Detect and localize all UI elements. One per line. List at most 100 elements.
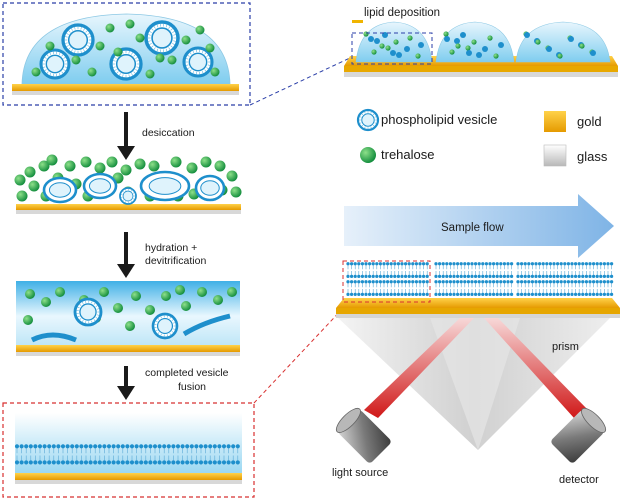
trehalose-molecule bbox=[80, 156, 92, 168]
bilayer bbox=[434, 280, 514, 297]
trehalose-molecule bbox=[71, 55, 81, 65]
trehalose-molecule bbox=[23, 315, 33, 325]
legend-gold: gold bbox=[577, 114, 602, 129]
trehalose-molecule bbox=[113, 47, 123, 57]
trehalose-molecule bbox=[105, 23, 115, 33]
trehalose-molecule bbox=[24, 166, 36, 178]
gold-substrate bbox=[12, 84, 239, 91]
mini-vesicle bbox=[546, 46, 552, 52]
vesicle-group bbox=[42, 170, 226, 205]
gold-substrate bbox=[15, 473, 242, 480]
mini-trehalose bbox=[407, 35, 413, 41]
mini-trehalose bbox=[379, 43, 385, 49]
trehalose-molecule bbox=[148, 160, 160, 172]
trehalose-molecule bbox=[125, 321, 135, 331]
reflected-beam bbox=[484, 318, 588, 418]
trehalose-molecule bbox=[14, 174, 26, 186]
mini-trehalose bbox=[415, 53, 421, 59]
vesicle bbox=[42, 176, 78, 204]
trehalose-molecule bbox=[230, 186, 242, 198]
label-fusion: fusion bbox=[178, 381, 206, 393]
mini-vesicle bbox=[444, 36, 450, 42]
trehalose-molecule bbox=[200, 156, 212, 168]
vesicle bbox=[109, 47, 143, 81]
legend-gold-icon bbox=[544, 111, 566, 132]
gold-edge bbox=[344, 66, 618, 72]
bilayer-patches bbox=[30, 313, 231, 343]
gold-strip bbox=[352, 20, 363, 23]
vesicle bbox=[182, 46, 214, 78]
incident-beam bbox=[364, 318, 474, 418]
prism-highlight bbox=[430, 318, 520, 450]
legend-vesicle-icon bbox=[356, 108, 380, 132]
vesicle bbox=[139, 170, 191, 202]
trehalose-molecule bbox=[94, 162, 106, 174]
trehalose-molecule bbox=[45, 41, 55, 51]
trehalose-group bbox=[23, 285, 237, 331]
legend-trehalose: trehalose bbox=[381, 147, 434, 162]
vesicle bbox=[61, 23, 95, 57]
supported-bilayer bbox=[14, 444, 240, 465]
blue-dashed-box bbox=[2, 2, 251, 106]
mini-trehalose bbox=[579, 43, 585, 49]
label-light-source: light source bbox=[332, 467, 388, 479]
trehalose-molecule bbox=[131, 291, 141, 301]
red-dashed-box bbox=[2, 402, 255, 498]
trehalose-molecule bbox=[170, 156, 182, 168]
trehalose-molecule bbox=[205, 43, 215, 53]
mini-trehalose bbox=[443, 31, 449, 37]
trehalose-molecule bbox=[145, 305, 155, 315]
bilayer bbox=[346, 280, 429, 297]
bilayer bbox=[14, 444, 240, 465]
glass-substrate bbox=[15, 480, 242, 484]
mini-vesicle bbox=[476, 52, 482, 58]
glass-substrate bbox=[16, 352, 240, 356]
label-devitrification: devitrification bbox=[145, 255, 206, 267]
bilayer bbox=[434, 262, 514, 279]
mini-vesicle bbox=[390, 50, 396, 56]
mini-vesicle bbox=[418, 42, 424, 48]
deposition-substrate bbox=[344, 20, 618, 77]
label-desiccation: desiccation bbox=[142, 127, 195, 139]
panel-bilayer bbox=[2, 402, 255, 498]
trehalose-molecule bbox=[135, 33, 145, 43]
legend-glass-icon bbox=[543, 144, 567, 167]
trehalose-molecule bbox=[227, 287, 237, 297]
legend: phospholipid vesicle trehalose gold glas… bbox=[356, 108, 608, 167]
label-detector: detector bbox=[559, 474, 599, 486]
arrow-hydration bbox=[117, 232, 135, 278]
vesicle bbox=[39, 48, 71, 80]
trehalose-molecule bbox=[120, 164, 132, 176]
vesicle-group bbox=[73, 297, 179, 340]
mini-vesicle bbox=[498, 42, 504, 48]
sample-flow-arrow: Sample flow bbox=[344, 194, 614, 258]
mini-vesicle bbox=[568, 36, 574, 42]
vesicle bbox=[119, 187, 137, 205]
mini-trehalose bbox=[449, 49, 455, 55]
mini-trehalose bbox=[363, 31, 369, 37]
mini-trehalose bbox=[471, 39, 477, 45]
mini-vesicle bbox=[404, 46, 410, 52]
vesicle-group bbox=[39, 20, 214, 81]
prism: prism bbox=[336, 316, 612, 450]
trehalose-molecule bbox=[197, 287, 207, 297]
panel-vesicle-droplet bbox=[2, 2, 251, 106]
mini-trehalose bbox=[371, 49, 377, 55]
chip-gold bbox=[336, 298, 620, 308]
trehalose-molecule bbox=[31, 67, 41, 77]
mini-vesicle bbox=[460, 32, 466, 38]
vesicle bbox=[194, 174, 226, 202]
mini-trehalose bbox=[385, 45, 391, 51]
mini-vesicle bbox=[454, 38, 460, 44]
panel-hydrated bbox=[16, 281, 240, 356]
trehalose-molecule bbox=[64, 160, 76, 172]
vesicle bbox=[82, 172, 118, 200]
glass-substrate bbox=[12, 91, 239, 95]
detector-device bbox=[551, 407, 607, 463]
trehalose-molecule bbox=[226, 170, 238, 182]
laser-beams bbox=[364, 318, 588, 418]
trehalose-molecule bbox=[145, 69, 155, 79]
trehalose-molecule bbox=[134, 158, 146, 170]
mini-vesicle bbox=[524, 32, 530, 38]
